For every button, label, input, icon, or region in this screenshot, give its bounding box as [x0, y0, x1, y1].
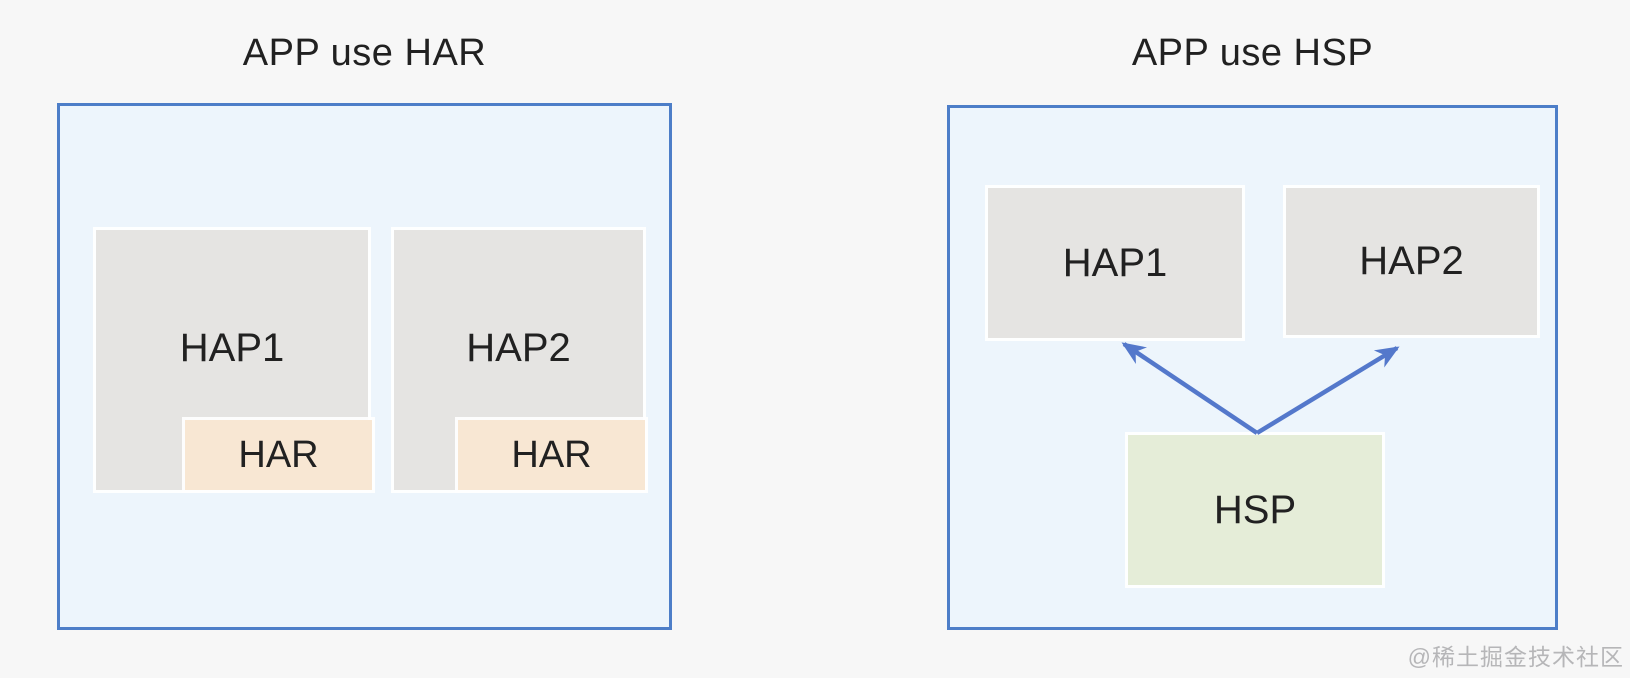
- left-panel-title: APP use HAR: [242, 32, 487, 74]
- hap2-label-right: HAP2: [1359, 239, 1464, 283]
- watermark-text: @稀土掘金技术社区: [1407, 644, 1624, 670]
- hap1-label-left: HAP1: [179, 326, 285, 370]
- right-panel-title: APP use HSP: [1131, 32, 1374, 74]
- har-label-2: HAR: [511, 433, 592, 476]
- hsp-label: HSP: [1213, 487, 1297, 532]
- hsp-shared-block: HSP: [1125, 432, 1385, 588]
- har-label-1: HAR: [238, 433, 319, 476]
- hap1-label-right: HAP1: [1062, 240, 1168, 285]
- har-module-in-hap1: HAR: [182, 417, 375, 493]
- hap2-block-right: HAP2: [1283, 185, 1540, 338]
- har-module-in-hap2: HAR: [455, 417, 648, 493]
- hap1-block-right: HAP1: [985, 185, 1245, 341]
- hap2-label-left: HAP2: [466, 326, 571, 370]
